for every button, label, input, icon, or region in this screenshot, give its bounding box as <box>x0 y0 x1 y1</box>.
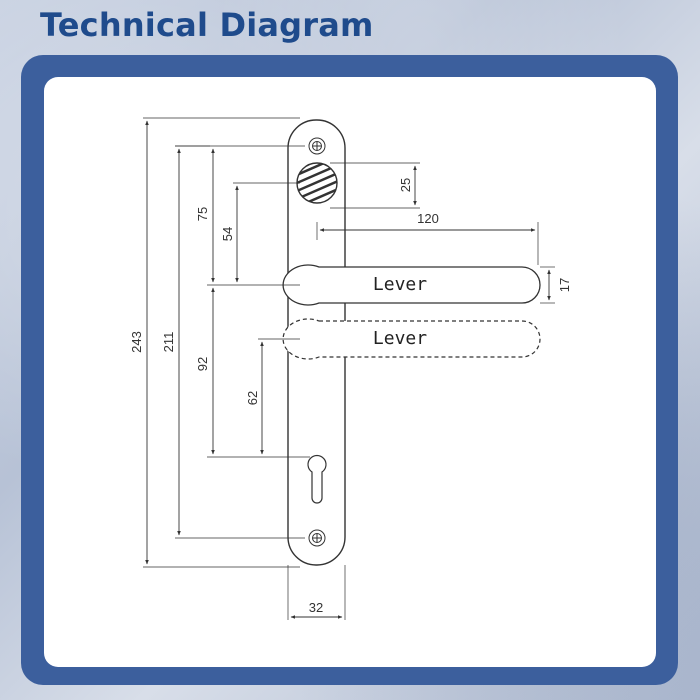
upper-lever <box>282 264 541 306</box>
lever-upper-label: Lever <box>373 274 427 295</box>
spindle-rose-icon <box>296 162 338 204</box>
dim-label-211: 211 <box>161 332 176 353</box>
dim-label-25: 25 <box>398 178 413 192</box>
dim-label-54: 54 <box>220 227 235 241</box>
bottom-screw-icon <box>308 529 326 547</box>
dim-label-120: 120 <box>417 211 439 226</box>
lever-lower-label: Lever <box>373 328 427 349</box>
top-screw-icon <box>308 137 326 155</box>
dim-label-92: 92 <box>195 357 210 371</box>
dim-label-75: 75 <box>195 207 210 221</box>
lower-lever-dashed <box>282 318 541 360</box>
cylinder-keyhole-icon <box>307 454 327 504</box>
dim-label-62: 62 <box>245 391 260 405</box>
page-title: Technical Diagram <box>40 6 374 44</box>
dim-label-243: 243 <box>129 331 144 353</box>
dim-label-17: 17 <box>557 278 572 292</box>
dim-label-32: 32 <box>309 600 323 615</box>
